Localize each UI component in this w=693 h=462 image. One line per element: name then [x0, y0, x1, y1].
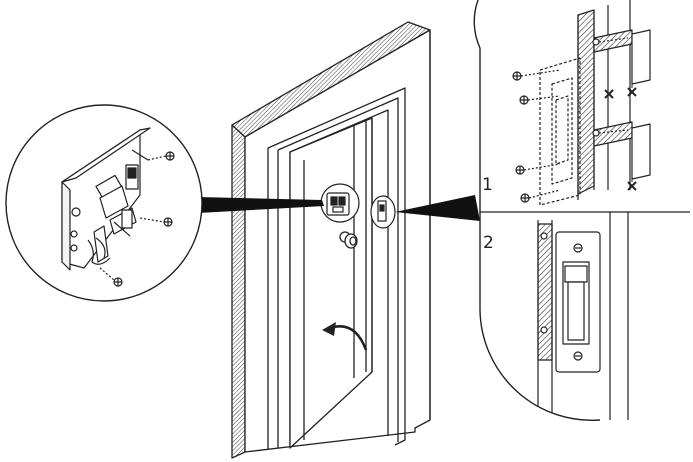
wall-hatch-left [231, 117, 246, 459]
lock-body-detail [5, 104, 203, 302]
callout-wedge-right [395, 195, 480, 221]
lock-on-door [320, 183, 360, 223]
side-hole [71, 207, 81, 217]
step-label-2: 2 [483, 233, 494, 253]
strike-on-frame [370, 195, 396, 229]
step-label-1: 1 [482, 175, 493, 195]
door-knob [339, 231, 358, 249]
frame-hatch-2 [537, 223, 553, 361]
strike-plate-detail [473, 0, 690, 421]
cut-marks [604, 60, 637, 191]
screw [99, 151, 175, 287]
callout-wedge-left [198, 197, 324, 213]
